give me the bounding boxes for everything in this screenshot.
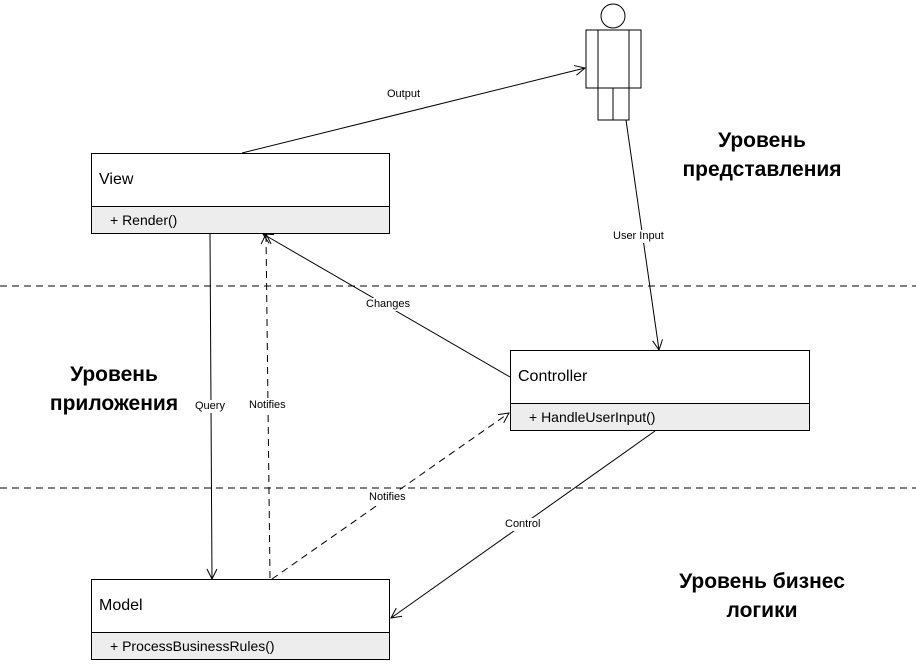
layer-title-business-line-2: логики bbox=[726, 599, 798, 622]
layer-title-presentation-line-2: представления bbox=[682, 158, 842, 181]
model-class-name: Model bbox=[92, 580, 389, 633]
edge-label-changes: Changes bbox=[365, 298, 412, 311]
view-class[interactable]: View + Render() bbox=[91, 153, 390, 234]
layer-title-application-line-1: Уровень bbox=[70, 363, 158, 386]
edge-label-output: Output bbox=[386, 88, 422, 101]
layer-title-presentation-line-1: Уровень bbox=[718, 129, 806, 152]
model-class-operation: + ProcessBusinessRules() bbox=[92, 633, 389, 659]
view-class-operation: + Render() bbox=[92, 207, 389, 233]
model-class[interactable]: Model + ProcessBusinessRules() bbox=[91, 579, 390, 660]
edge-label-notifies-view: Notifies bbox=[248, 399, 287, 412]
layer-title-business: Уровень бизнес логики bbox=[650, 567, 874, 625]
edge-label-query: Query bbox=[194, 400, 226, 413]
layer-title-business-line-1: Уровень бизнес bbox=[679, 570, 845, 593]
controller-class[interactable]: Controller + HandleUserInput() bbox=[510, 350, 810, 431]
controller-class-operation: + HandleUserInput() bbox=[511, 404, 809, 430]
layer-title-presentation: Уровень представления bbox=[665, 126, 859, 184]
layer-title-application: Уровень приложения bbox=[34, 360, 194, 418]
layer-title-application-line-2: приложения bbox=[49, 392, 179, 415]
user-actor-icon bbox=[585, 3, 642, 121]
edge-output bbox=[241, 68, 585, 154]
controller-class-name: Controller bbox=[511, 351, 809, 404]
view-class-name: View bbox=[92, 154, 389, 207]
edge-label-notifies-controller: Notifies bbox=[368, 491, 407, 504]
edge-label-control: Control bbox=[504, 518, 542, 531]
edge-label-user-input: User Input bbox=[612, 230, 665, 243]
